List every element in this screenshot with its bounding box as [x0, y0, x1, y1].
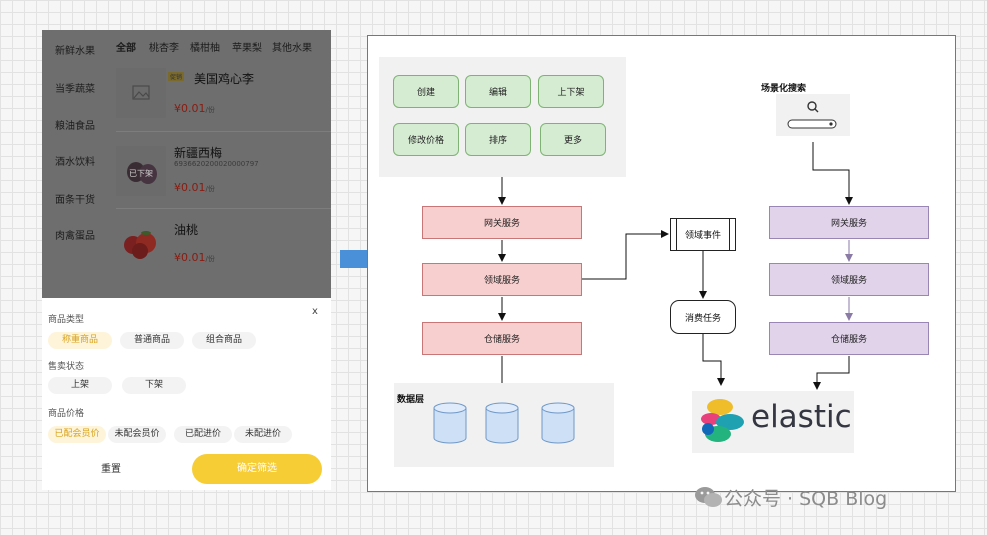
filter-option-cost-set[interactable]: 已配进价 — [174, 426, 232, 443]
database-icon — [541, 402, 575, 444]
filter-option-normal[interactable]: 普通商品 — [120, 332, 184, 349]
watermark: 公众号 · SQB Blog — [694, 482, 887, 512]
phone-screenshot: 新鲜水果 当季蔬菜 粮油食品 酒水饮料 面条干货 肉禽蛋品 全部 桃杏李 橘柑柚… — [42, 30, 331, 490]
repository-service-box: 仓储服务 — [769, 322, 929, 355]
product-name[interactable]: 新疆西梅 — [174, 146, 223, 160]
filter-option-off-shelf[interactable]: 下架 — [122, 377, 186, 394]
tab-all[interactable]: 全部 — [116, 43, 136, 54]
product-image[interactable]: 已下架 — [116, 146, 166, 196]
more-button[interactable]: 更多 — [540, 123, 606, 156]
filter-section-label: 商品价格 — [48, 409, 85, 419]
filter-option-weighed[interactable]: 称重商品 — [48, 332, 112, 349]
filter-option-member-price-unset[interactable]: 未配会员价 — [108, 426, 166, 443]
data-layer-label: 数据层 — [397, 395, 425, 405]
architecture-diagram: 创建 编辑 上下架 修改价格 排序 更多 网关服务 领域服务 仓储服务 数据层 … — [367, 35, 956, 492]
tab-peach-apricot-plum[interactable]: 桃杏李 — [149, 43, 179, 54]
dimmed-product-list: 新鲜水果 当季蔬菜 粮油食品 酒水饮料 面条干货 肉禽蛋品 全部 桃杏李 橘柑柚… — [42, 30, 331, 298]
edit-price-button[interactable]: 修改价格 — [393, 123, 459, 156]
reset-button[interactable]: 重置 — [101, 464, 121, 475]
category-item[interactable]: 肉禽蛋品 — [55, 231, 95, 242]
edit-button[interactable]: 编辑 — [465, 75, 531, 108]
product-image-placeholder[interactable] — [116, 68, 166, 118]
category-item[interactable]: 新鲜水果 — [55, 46, 95, 57]
consumer-task-box: 消费任务 — [670, 300, 736, 334]
category-item[interactable]: 粮油食品 — [55, 121, 95, 132]
category-item[interactable]: 当季蔬菜 — [55, 84, 95, 95]
off-shelf-badge: 已下架 — [129, 169, 153, 178]
search-label: 场景化搜索 — [761, 84, 807, 94]
elastic-wordmark: elastic — [751, 399, 852, 435]
sort-button[interactable]: 排序 — [465, 123, 531, 156]
gateway-service-box: 网关服务 — [769, 206, 929, 239]
filter-option-member-price-set[interactable]: 已配会员价 — [48, 426, 106, 443]
filter-section-label: 售卖状态 — [48, 362, 85, 372]
database-icon — [433, 402, 467, 444]
wechat-icon — [695, 487, 722, 507]
gateway-service-box: 网关服务 — [422, 206, 582, 239]
repository-service-box: 仓储服务 — [422, 322, 582, 355]
filter-option-combo[interactable]: 组合商品 — [192, 332, 256, 349]
create-button[interactable]: 创建 — [393, 75, 459, 108]
product-photo: 已下架 — [127, 162, 157, 184]
tab-other-fruit[interactable]: 其他水果 — [272, 43, 312, 54]
search-panel — [776, 94, 850, 136]
watermark-text: 公众号 · SQB Blog — [724, 487, 888, 510]
domain-service-box: 领域服务 — [422, 263, 582, 296]
product-price: ¥0.01/份 — [174, 251, 215, 264]
product-photo — [124, 231, 156, 259]
domain-service-box: 领域服务 — [769, 263, 929, 296]
filter-option-cost-unset[interactable]: 未配进价 — [234, 426, 292, 443]
category-item[interactable]: 面条干货 — [55, 195, 95, 206]
product-sku: 6936620200020000797 — [174, 160, 259, 168]
database-icon — [485, 402, 519, 444]
product-name[interactable]: 油桃 — [174, 223, 199, 237]
product-name[interactable]: 美国鸡心李 — [194, 72, 255, 86]
shelve-button[interactable]: 上下架 — [538, 75, 604, 108]
confirm-filter-button[interactable]: 确定筛选 — [192, 454, 322, 484]
filter-option-on-shelf[interactable]: 上架 — [48, 377, 112, 394]
divider — [116, 208, 331, 209]
divider — [116, 131, 331, 132]
filter-section-label: 商品类型 — [48, 315, 85, 325]
search-bar-icon — [787, 119, 837, 129]
connectors — [433, 101, 853, 444]
domain-event-box: 领域事件 — [670, 218, 736, 251]
tab-apple-pear[interactable]: 苹果梨 — [232, 43, 262, 54]
search-icon — [807, 101, 819, 113]
close-icon[interactable]: x — [312, 306, 318, 317]
category-item[interactable]: 酒水饮料 — [55, 157, 95, 168]
promo-tag: 促销 — [168, 72, 185, 81]
product-price: ¥0.01/份 — [174, 102, 215, 115]
product-price: ¥0.01/份 — [174, 181, 215, 194]
tab-citrus[interactable]: 橘柑柚 — [190, 43, 220, 54]
elastic-logo-icon — [701, 399, 744, 442]
product-image[interactable] — [116, 217, 166, 267]
image-placeholder-icon — [132, 85, 150, 100]
